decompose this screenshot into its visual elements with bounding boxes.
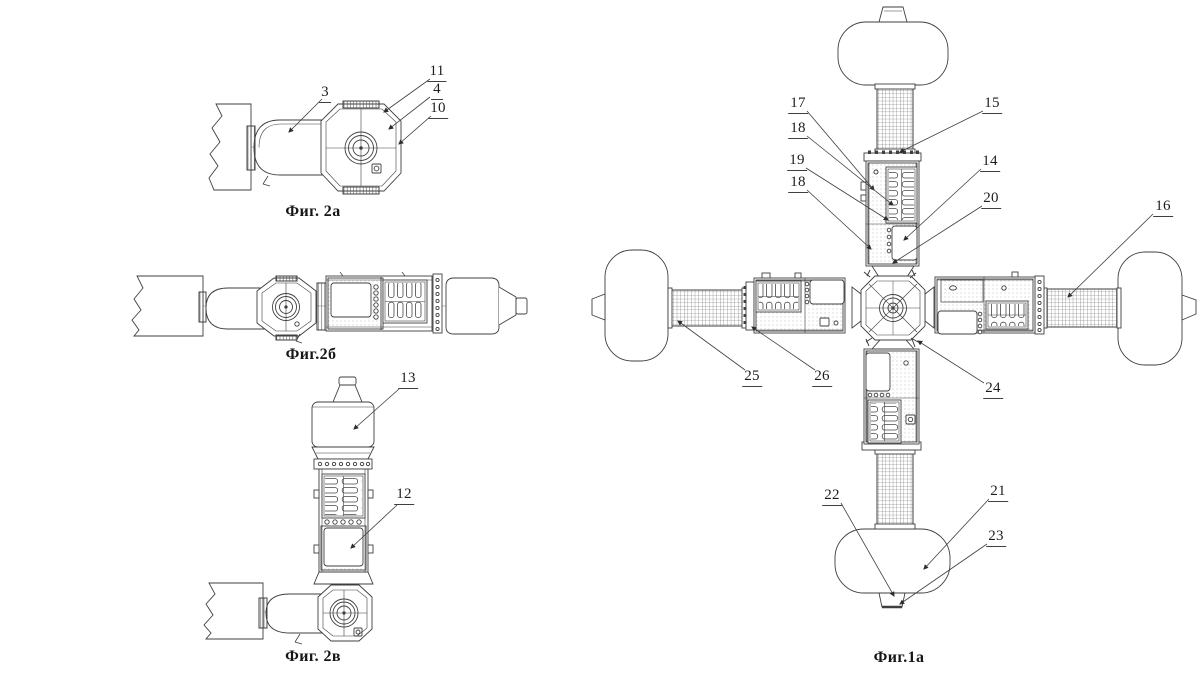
torn-structure [203, 582, 264, 640]
callout-3: 3 [319, 85, 331, 103]
callout-13: 13 [398, 371, 418, 389]
module-bottom [863, 348, 920, 445]
truss-right [1046, 288, 1118, 328]
capsule-cap-right [1181, 294, 1197, 321]
module-right [934, 271, 1036, 335]
right-arm [924, 251, 1197, 366]
callout-10: 10 [428, 101, 448, 119]
docking-port [272, 293, 300, 321]
callout-11: 11 [427, 64, 447, 82]
figure-caption-1a: Фиг.1а [873, 649, 925, 666]
adapter-top [871, 265, 915, 278]
fig2a-leaders [288, 78, 432, 145]
inflatable-capsule-right [1117, 251, 1183, 366]
callout-14: 14 [980, 154, 1000, 172]
figure-caption-2a: Фиг. 2а [285, 203, 341, 220]
callout-4: 4 [431, 82, 443, 100]
capsule-cap-top [878, 6, 908, 23]
callout-25: 25 [742, 369, 762, 387]
callout-24: 24 [983, 381, 1003, 399]
callout-22: 22 [822, 488, 842, 506]
figure-caption-2b: Фиг.2б [285, 346, 337, 363]
adapter-right [924, 286, 935, 329]
docking-port [879, 294, 907, 322]
torn-structure [208, 103, 252, 191]
callout-20: 20 [981, 191, 1001, 209]
top-arm [837, 6, 949, 278]
bottom-arm [834, 339, 951, 609]
inflatable-capsule-top [837, 21, 949, 86]
instrument-module [313, 468, 374, 585]
capsule-cap-left [591, 293, 606, 321]
truss-left [670, 289, 744, 327]
inflatable-capsule-bottom [834, 528, 951, 594]
callout-18b: 18 [788, 175, 808, 193]
docking-port [329, 598, 359, 628]
torn-structure [131, 275, 204, 337]
inflatable-capsule-left [604, 249, 669, 362]
side-module [205, 287, 265, 330]
figure-2v-drawing [203, 376, 400, 645]
figure-2b-drawing [131, 271, 528, 344]
fig1a-leaders [677, 110, 1154, 605]
transport-spacecraft [445, 277, 528, 335]
fig2v-leaders [350, 388, 400, 549]
truss-top [876, 87, 914, 153]
adapter-bottom [870, 339, 916, 350]
callout-12: 12 [394, 487, 414, 505]
lab-module [325, 271, 433, 332]
figure-2a-drawing [208, 78, 432, 195]
side-module [265, 593, 323, 634]
callout-19: 19 [787, 153, 807, 171]
power-module [311, 376, 375, 460]
callout-18a: 18 [788, 121, 808, 139]
left-arm [591, 249, 862, 362]
callout-23: 23 [986, 529, 1006, 547]
module-top [860, 160, 920, 267]
callout-16: 16 [1153, 199, 1173, 217]
figure-caption-2v: Фиг. 2в [285, 648, 341, 665]
side-module [253, 119, 331, 176]
callout-26: 26 [812, 369, 832, 387]
callout-21: 21 [988, 484, 1008, 502]
adapter-left [851, 286, 862, 329]
figure-1a-drawing [591, 6, 1197, 609]
docking-port [344, 131, 378, 165]
callout-17: 17 [788, 96, 808, 114]
truss-bottom [876, 451, 914, 527]
module-left [753, 272, 846, 334]
callout-15: 15 [982, 96, 1002, 114]
capsule-cap-bottom [878, 592, 906, 608]
central-node [860, 269, 926, 348]
